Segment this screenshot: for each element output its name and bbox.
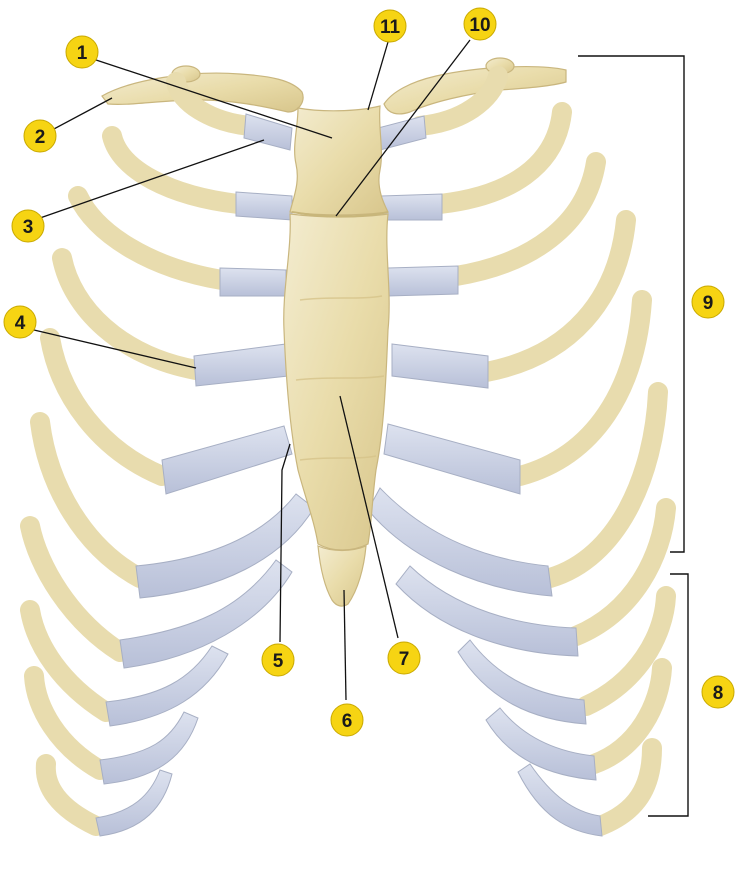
leader-6 [343,589,347,701]
left-rib-5 [40,328,172,486]
label-number: 7 [399,649,410,670]
left-cartilage-2 [235,191,293,221]
label-circle [463,7,497,41]
right-cartilage-3 [387,265,459,297]
labels: 1 2 3 4 5 6 7 8 9 10 11 [3,7,735,737]
label-circle [387,641,421,675]
label-badge-11: 11 [373,9,407,43]
leader-11 [367,41,389,111]
right-cartilage-8 [457,639,587,725]
right-cartilage-5 [383,423,521,495]
label-badge-1: 1 [65,35,99,69]
xiphoid-process [317,545,367,607]
costal-cartilages [95,113,603,837]
leader-1 [89,57,333,139]
right-rib-10 [590,738,662,836]
left-rib-7 [20,516,130,662]
right-rib-5 [510,290,652,486]
left-rib-10 [35,754,106,836]
right-rib-8 [576,586,676,716]
label-badge-2: 2 [23,119,57,153]
right-cartilage-6 [367,487,553,597]
leader-10 [335,39,471,217]
right-rib-6 [540,382,668,588]
label-circle [11,209,45,243]
left-rib-1 [166,72,260,136]
right-rib-7 [566,498,676,646]
label-badge-3: 3 [11,209,45,243]
right-rib-3 [446,152,606,286]
leader-5 [279,443,291,643]
label-circle [373,9,407,43]
left-cartilage-5 [161,425,293,495]
right-rib-4 [476,210,636,382]
left-cartilage-7 [119,559,293,669]
label-badge-10: 10 [463,7,497,41]
bracket-true-ribs [578,55,685,553]
leader-4 [33,329,197,369]
manubrium [289,105,389,216]
left-rib-2 [102,126,248,214]
left-cartilage-8 [105,645,229,727]
sternum-texture [295,295,385,461]
sternal-angle [291,211,389,218]
label-circle [3,305,37,339]
label-number: 4 [15,313,26,334]
left-cartilage-10 [95,769,173,837]
label-badge-4: 4 [3,305,37,339]
label-number: 5 [273,651,284,672]
right-rib-2 [430,102,572,214]
leader-lines [33,39,471,701]
label-number: 9 [703,293,714,314]
label-badge-6: 6 [330,703,364,737]
left-cartilage-9 [99,711,199,785]
label-circle [65,35,99,69]
right-cartilage-4 [391,343,489,389]
label-circle [701,675,735,709]
label-number: 3 [23,217,34,238]
label-badge-9: 9 [691,285,725,319]
right-cartilage-9 [485,707,597,781]
left-rib-4 [52,248,206,380]
right-cartilage-7 [395,565,579,657]
left-rib-6 [30,412,150,588]
bracket-false-ribs [648,573,689,817]
label-badge-5: 5 [261,643,295,677]
label-circle [691,285,725,319]
label-number: 1 [77,43,88,64]
right-cartilage-2 [379,193,443,221]
left-rib-9 [24,666,110,780]
right-cartilage-10 [517,763,603,837]
label-circle [23,119,57,153]
label-circle [261,643,295,677]
leader-7 [339,395,399,639]
sternum [283,105,390,607]
leader-3 [39,139,265,219]
label-circle [330,703,364,737]
brackets [578,55,689,817]
ribs [20,66,676,836]
leader-2 [51,97,113,131]
right-rib-1 [410,66,508,136]
label-number: 8 [713,683,724,704]
label-badge-7: 7 [387,641,421,675]
label-number: 6 [342,711,353,732]
left-rib-8 [20,600,116,722]
label-number: 2 [35,127,46,148]
right-rib-9 [584,658,672,774]
label-number: 10 [469,15,490,36]
label-badge-8: 8 [701,675,735,709]
clavicles [101,57,567,115]
left-cartilage-1 [243,113,293,151]
left-cartilage-3 [219,267,287,297]
left-rib-3 [68,186,232,290]
right-clavicle [383,66,567,115]
label-number: 11 [380,17,401,38]
